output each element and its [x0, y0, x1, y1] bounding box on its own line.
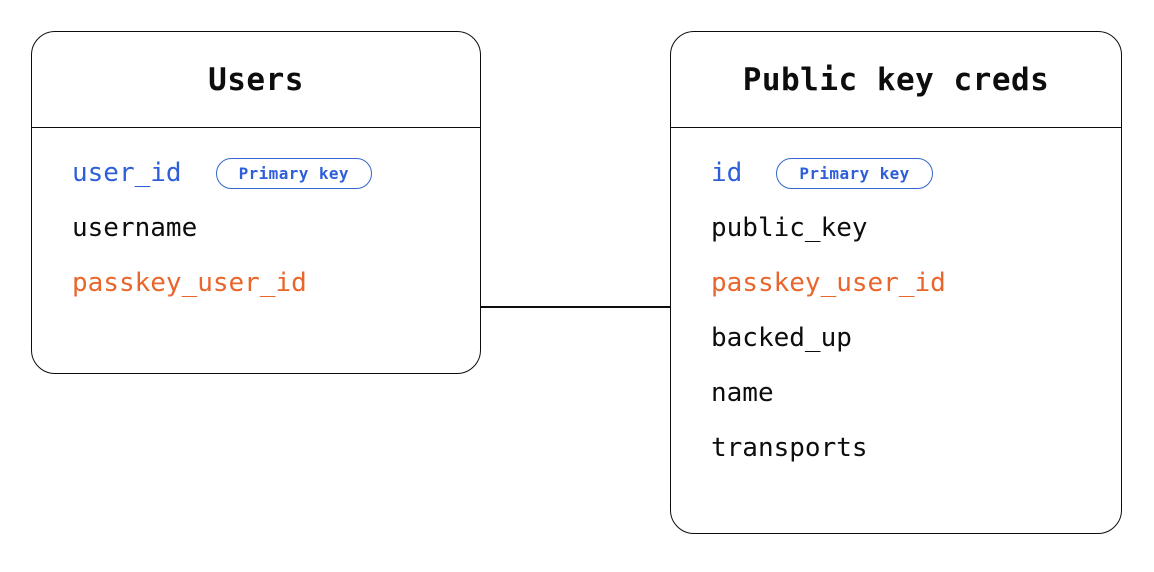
entity-card-users[interactable]: Users user_id Primary key username passk…	[31, 31, 481, 374]
field-row-passkey-user-id[interactable]: passkey_user_id	[711, 270, 1121, 297]
field-row-name[interactable]: name	[711, 380, 1121, 407]
field-name-passkey-user-id: passkey_user_id	[72, 268, 307, 298]
field-name-id: id	[711, 158, 743, 188]
primary-key-badge-user-id: Primary key	[215, 158, 372, 189]
entity-header-users: Users	[32, 32, 480, 128]
field-row-passkey-user-id[interactable]: passkey_user_id	[72, 270, 480, 297]
field-row-id[interactable]: id Primary key	[711, 158, 1121, 189]
entity-title-users: Users	[208, 61, 304, 98]
field-name-name: name	[711, 378, 774, 408]
field-name-username: username	[72, 213, 198, 243]
relationship-connector-users-to-public-key-creds	[481, 306, 671, 309]
field-name-user-id: user_id	[72, 158, 182, 188]
field-name-passkey-user-id: passkey_user_id	[711, 268, 946, 298]
field-row-backed-up[interactable]: backed_up	[711, 325, 1121, 352]
field-name-transports: transports	[711, 433, 868, 463]
field-name-public-key: public_key	[711, 213, 868, 243]
field-row-public-key[interactable]: public_key	[711, 215, 1121, 242]
entity-field-list-public-key-creds: id Primary key public_key passkey_user_i…	[671, 128, 1121, 490]
field-name-backed-up: backed_up	[711, 323, 852, 353]
primary-key-badge-label: Primary key	[238, 164, 349, 183]
entity-field-list-users: user_id Primary key username passkey_use…	[32, 128, 480, 325]
entity-header-public-key-creds: Public key creds	[671, 32, 1121, 128]
field-row-transports[interactable]: transports	[711, 435, 1121, 462]
field-row-username[interactable]: username	[72, 215, 480, 242]
field-row-user-id[interactable]: user_id Primary key	[72, 158, 480, 189]
entity-card-public-key-creds[interactable]: Public key creds id Primary key public_k…	[670, 31, 1122, 534]
primary-key-badge-label: Primary key	[799, 164, 910, 183]
primary-key-badge-id: Primary key	[776, 158, 933, 189]
entity-title-public-key-creds: Public key creds	[742, 61, 1050, 98]
